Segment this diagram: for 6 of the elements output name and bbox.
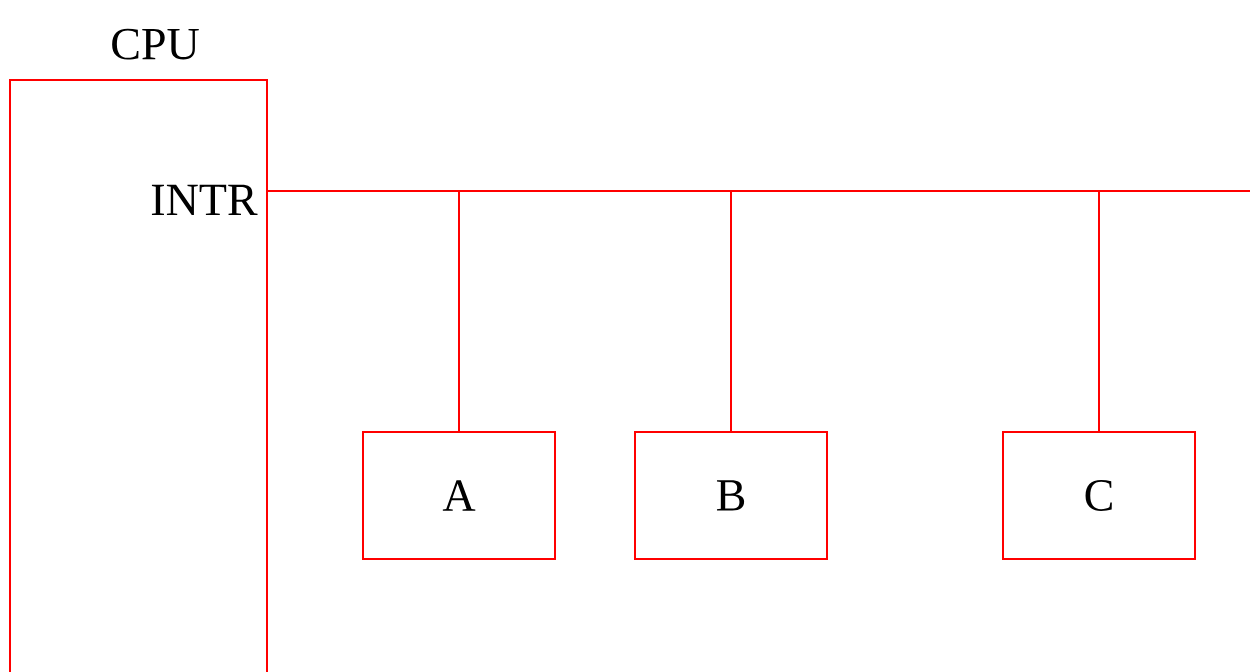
device-box: C	[1002, 431, 1196, 560]
device-box: B	[634, 431, 828, 560]
signal-line	[267, 190, 1250, 192]
cpu-label: CPU	[112, 28, 199, 60]
pin-label: INTR	[151, 184, 258, 215]
device-box: A	[362, 431, 556, 560]
